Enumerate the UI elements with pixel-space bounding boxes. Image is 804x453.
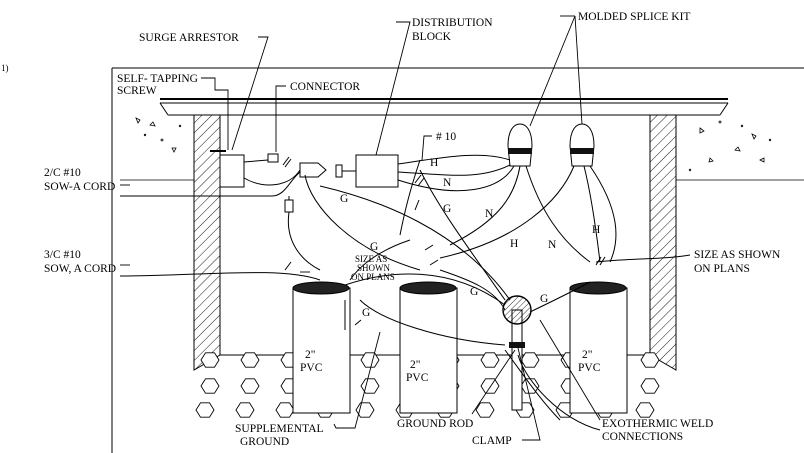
plug-connector	[299, 162, 327, 178]
label-cord-2c-1: 2/C #10	[44, 167, 81, 179]
gravel-hexagon	[240, 378, 260, 394]
gravel-hexagon	[240, 352, 260, 368]
label-size-right-2: ON PLANS	[694, 263, 750, 275]
gravel-hexagon	[360, 378, 380, 394]
pvc-conduit-right	[569, 281, 628, 414]
label-distribution-2: BLOCK	[412, 31, 452, 43]
molded-splice-kit-right	[569, 123, 595, 167]
label-supplemental-1: SUPPLEMENTAL	[235, 423, 324, 435]
box-cover	[159, 98, 729, 116]
pvc-conduit-center	[399, 281, 458, 414]
distribution-block	[335, 154, 399, 188]
letter-h-1: H	[430, 157, 438, 169]
letter-n-3: N	[548, 239, 557, 251]
soil-texture	[120, 117, 804, 181]
label-size-right-1: SIZE AS SHOWN	[694, 249, 781, 261]
letter-g-5: G	[540, 293, 548, 305]
gravel-hexagon	[200, 352, 220, 368]
gravel-hexagon	[635, 402, 655, 418]
label-exothermic-1: EXOTHERMIC WELD	[602, 418, 713, 430]
label-clamp: CLAMP	[472, 435, 512, 447]
letter-g-4: G	[470, 286, 478, 298]
molded-splice-kit-left	[507, 123, 533, 167]
label-ground-rod: GROUND ROD	[397, 418, 473, 430]
gravel-hexagon	[640, 378, 660, 394]
pvc-center-type: PVC	[406, 372, 429, 384]
letter-n-2: N	[485, 208, 494, 220]
gravel-hexagon	[520, 378, 540, 394]
label-size-mid-2: SHOWN	[357, 263, 390, 273]
pvc-left-size: 2"	[305, 349, 315, 361]
pvc-left-type: PVC	[300, 362, 323, 374]
label-cord-2c-2: SOW-A CORD	[44, 181, 115, 193]
label-molded-splice-kit: MOLDED SPLICE KIT	[578, 11, 690, 23]
label-cord-3c-1: 3/C #10	[44, 249, 81, 261]
edge-mark: 1)	[1, 63, 9, 73]
label-cord-3c-2: SOW, A CORD	[44, 263, 116, 275]
leader-lines	[120, 15, 601, 441]
pvc-right-size: 2"	[582, 349, 592, 361]
pvc-right-type: PVC	[578, 362, 601, 374]
gravel-hexagon	[235, 402, 255, 418]
label-self-tapping-2: SCREW	[117, 85, 157, 97]
letter-n-1: N	[443, 177, 452, 189]
label-connector: CONNECTOR	[290, 81, 360, 93]
gravel-hexagon	[480, 378, 500, 394]
letter-g-3: G	[370, 241, 378, 253]
surge-arrestor	[210, 150, 269, 188]
pvc-conduit-left	[292, 281, 351, 414]
label-exothermic-2: CONNECTIONS	[602, 431, 683, 443]
label-size-mid-3: ON PLANS	[351, 272, 395, 282]
gravel-hexagon	[480, 352, 500, 368]
letter-h-3: H	[592, 224, 600, 236]
letter-g-6: G	[362, 307, 370, 319]
pvc-center-size: 2"	[410, 359, 420, 371]
gravel-hexagon	[475, 402, 495, 418]
gravel-hexagon	[640, 352, 660, 368]
wiring	[119, 154, 691, 431]
connector-block	[267, 153, 279, 163]
label-distribution-1: DISTRIBUTION	[412, 17, 493, 29]
label-surge-arrestor: SURGE ARRESTOR	[139, 32, 239, 44]
letter-h-2: H	[510, 238, 518, 250]
letter-g-1: G	[340, 193, 348, 205]
ground-rod	[502, 295, 532, 411]
wire-letters: H N G G N H N H G G G G	[340, 157, 600, 319]
gravel-hexagon	[520, 352, 540, 368]
letter-g-2: G	[443, 203, 451, 215]
gravel-hexagon	[200, 378, 220, 394]
drawing-frame	[111, 67, 804, 453]
gravel-hexagon	[275, 402, 295, 418]
label-size-mid-1: SIZE AS	[355, 254, 387, 264]
label-wire-10: # 10	[436, 131, 456, 143]
label-supplemental-2: GROUND	[240, 436, 289, 448]
gravel-hexagon	[195, 402, 215, 418]
label-self-tapping-1: SELF- TAPPING	[117, 73, 198, 85]
gravel-hexagon	[360, 352, 380, 368]
